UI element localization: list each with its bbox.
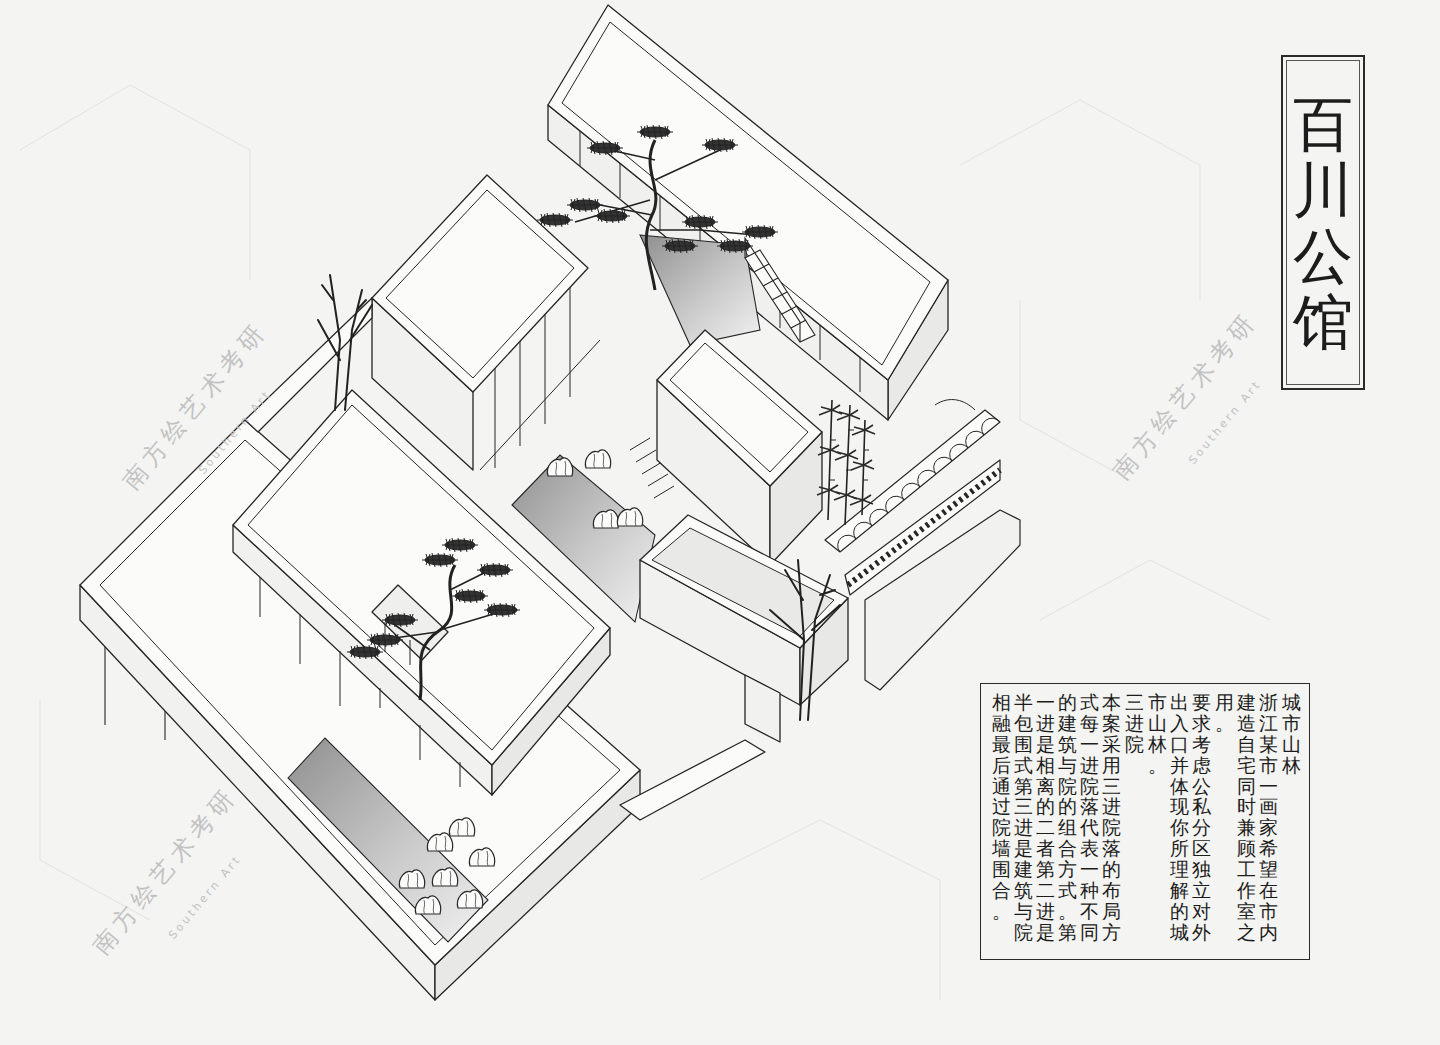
pine-tree (594, 209, 630, 223)
garden-rocks (427, 833, 452, 851)
pine-tree (637, 125, 673, 139)
pine-tree (717, 239, 753, 253)
pine-tree-small (347, 538, 520, 700)
middle-building (372, 175, 588, 392)
garden-rocks (547, 458, 572, 476)
garden-rocks (399, 450, 642, 914)
pine-tree (537, 213, 573, 227)
pine-tree-small (477, 563, 513, 577)
arched-wall (825, 410, 1000, 552)
brief-text: 浙江某市一画家希望在市内建造自宅同时兼顾工作室之用。 (1215, 692, 1278, 943)
bamboo (852, 425, 875, 435)
top-building (548, 5, 948, 420)
lower-box (640, 515, 848, 648)
pine-tree (575, 150, 755, 235)
top-courtyard (640, 235, 760, 345)
garden-rocks (415, 896, 440, 914)
pine-tree-small (382, 613, 418, 627)
pine-tree-small (420, 565, 455, 700)
arched-wall (825, 400, 1020, 690)
garden-rocks (399, 870, 424, 888)
garden-rocks (617, 508, 642, 526)
bamboo (817, 400, 875, 525)
garden-rocks (593, 510, 618, 528)
guide-lines (1020, 300, 1130, 480)
pine-tree-small (422, 553, 458, 567)
top-building (562, 22, 930, 365)
top-courtyard (640, 235, 760, 345)
middle-building (386, 190, 574, 378)
bamboo (829, 430, 869, 480)
text-columns: 城市山林浙江某市一画家希望在市内建造自宅同时兼顾工作室之用。要求考虑公私分区独立… (981, 684, 1309, 959)
lower-box (745, 675, 780, 742)
lower-box (652, 528, 834, 636)
guide-lines (20, 85, 250, 280)
pine-tree-small (452, 589, 488, 603)
pine-tree-small (367, 633, 403, 647)
main-roof (248, 405, 594, 750)
pine-tree (742, 225, 778, 239)
front-wing (80, 298, 765, 1000)
pine-tree (567, 198, 603, 212)
pine-tree-small (442, 538, 478, 552)
pine-tree-small (484, 603, 520, 617)
stair (745, 238, 800, 342)
bamboo (835, 450, 858, 460)
front-courtyard (288, 738, 488, 942)
pine-tree (662, 239, 698, 253)
lower-box (640, 515, 848, 742)
bamboo (837, 410, 860, 420)
pine-tree (537, 125, 778, 290)
guide-lines (1040, 560, 1270, 620)
design-heading: 城市山林 (1282, 692, 1301, 943)
bare-tree (318, 275, 840, 720)
requirement-text: 要求考虑公私分区独立对外出入口并体现你所理解的城市山林。 (1148, 692, 1211, 943)
top-building (548, 5, 948, 380)
pine-tree (702, 138, 738, 152)
front-courtyard (288, 738, 488, 942)
title-frame: 百川公馆 (1281, 55, 1365, 390)
guide-lines (20, 85, 1270, 1000)
bare-tree (318, 275, 372, 410)
guide-lines (700, 820, 940, 1000)
garden-rocks (432, 868, 457, 886)
front-wing (620, 740, 765, 820)
stair (745, 250, 815, 342)
arched-wall (838, 418, 1000, 552)
bamboo (817, 485, 840, 495)
guide-lines (960, 100, 1200, 300)
bamboo (850, 495, 873, 505)
middle-building (372, 175, 600, 470)
garden-rocks (585, 450, 610, 468)
section-heading: 三进院 (1125, 692, 1144, 943)
garden-rocks (469, 848, 494, 866)
pine-tree-small (347, 645, 383, 659)
arched-wall (935, 400, 975, 410)
title-text: 百川公馆 (1293, 91, 1353, 355)
pine-tree (682, 215, 718, 229)
bamboo (834, 490, 857, 500)
main-roof (233, 390, 610, 795)
stair (745, 238, 815, 342)
center-pavilion (670, 343, 808, 472)
bare-tree (770, 560, 840, 720)
arched-wall (865, 510, 1020, 690)
bamboo (828, 400, 865, 525)
main-roof (233, 390, 610, 765)
garden-rocks (457, 890, 482, 908)
description-box: 城市山林浙江某市一画家希望在市内建造自宅同时兼顾工作室之用。要求考虑公私分区独立… (980, 683, 1310, 960)
bamboo (851, 460, 874, 470)
bamboo (819, 405, 842, 415)
center-pavilion (657, 330, 822, 486)
bamboo (818, 445, 841, 455)
pine-tree (587, 141, 623, 155)
garden-rocks (449, 818, 474, 836)
section-text: 本案采用三进院落的布局方式每一进院落代表一种不同的建筑与院的组合方式。第一进是相… (992, 692, 1121, 943)
